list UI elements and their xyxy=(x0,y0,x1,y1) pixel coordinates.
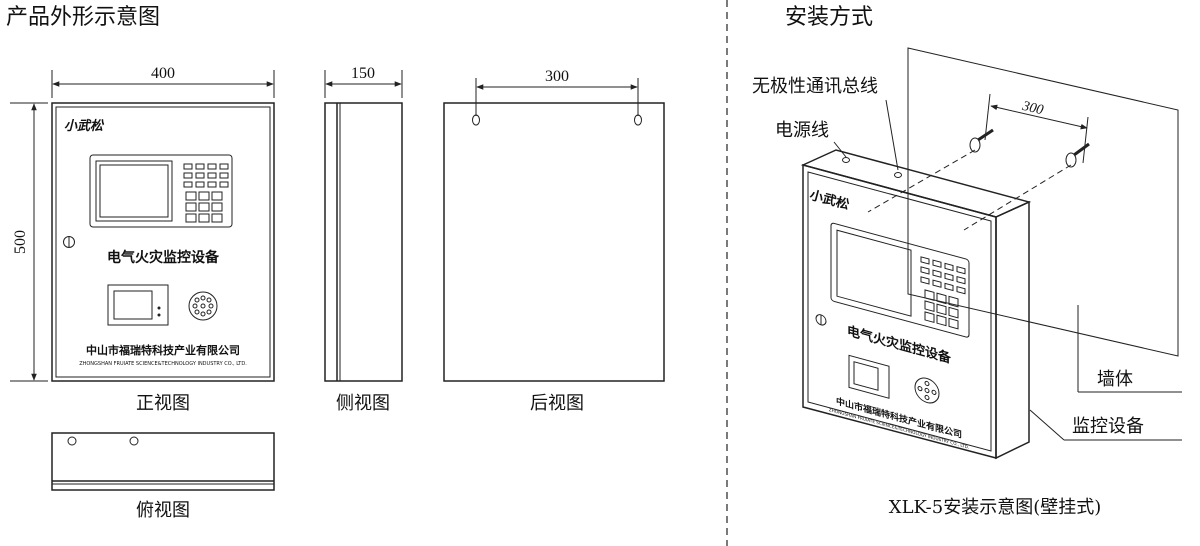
back-enclosure xyxy=(443,102,665,382)
label-back-view: 后视图 xyxy=(530,393,584,414)
device-side-face xyxy=(995,200,1030,460)
mounting-hole-icon xyxy=(472,114,480,126)
dim-front-height: 500 xyxy=(12,230,29,254)
callout-device-label: 监控设备 xyxy=(1072,416,1144,437)
section-title-product-outline: 产品外形示意图 xyxy=(6,5,160,30)
screw-icon xyxy=(1065,142,1090,168)
company-name-en: ZHONGSHAN FRUIATE SCIENCE&TECHNOLOGY IND… xyxy=(79,361,247,367)
lcd-screen-inner xyxy=(99,164,169,218)
door-lock-icon xyxy=(63,236,75,248)
front-door-inner xyxy=(55,106,271,378)
top-view xyxy=(51,432,275,491)
cable-entry-icon xyxy=(129,436,139,446)
top-enclosure xyxy=(51,432,275,491)
brand-logo: 小武松 xyxy=(64,118,105,134)
section-title-installation: 安装方式 xyxy=(785,5,873,30)
label-front-view: 正视图 xyxy=(136,393,190,414)
dim-front-width: 400 xyxy=(151,65,175,82)
brand-logo: 小武松 xyxy=(809,187,850,214)
indicator-leds xyxy=(920,256,966,295)
front-enclosure xyxy=(51,102,275,382)
display-bezel xyxy=(89,154,233,228)
dim-back-hole-spacing: 300 xyxy=(545,68,569,85)
lcd-screen xyxy=(95,160,173,222)
callout-bus: 无极性通讯总线 xyxy=(752,76,899,171)
cable-entry-icon xyxy=(67,436,77,446)
installed-device: 小武松 xyxy=(800,149,1032,460)
keypad-icon xyxy=(185,191,223,223)
device-front-face xyxy=(802,164,997,459)
sub-display-screen xyxy=(113,290,153,320)
device-title: 电气火灾监控设备 xyxy=(107,249,220,266)
label-side-view: 侧视图 xyxy=(336,393,390,414)
sub-display-screen xyxy=(853,361,879,391)
wall-plane xyxy=(907,47,1179,357)
back-view: 300 xyxy=(443,68,665,382)
label-top-view: 俯视图 xyxy=(136,500,190,521)
dim-install-hole-spacing: 300 xyxy=(1020,99,1045,119)
lcd-screen xyxy=(836,229,912,317)
callout-power-label: 电源线 xyxy=(775,120,829,141)
install-hole-dimension: 300 xyxy=(984,93,1089,164)
cable-entry-icon xyxy=(842,157,850,163)
speaker-grille-icon xyxy=(914,377,940,404)
callout-wall: 墙体 xyxy=(1077,305,1182,393)
side-enclosure xyxy=(324,102,403,382)
sub-display-bezel xyxy=(107,284,169,326)
callout-bus-label: 无极性通讯总线 xyxy=(752,76,878,97)
mounting-hole-icon xyxy=(634,114,642,126)
installation-caption: XLK-5安装示意图(壁挂式) xyxy=(889,497,1101,518)
indicator-leds xyxy=(183,163,229,188)
screw-icon xyxy=(969,128,994,153)
side-view: 150 xyxy=(324,65,403,382)
callout-power: 电源线 xyxy=(775,120,847,158)
company-name-cn: 中山市福瑞特科技产业有限公司 xyxy=(86,343,240,357)
callout-device: 监控设备 xyxy=(1029,409,1182,441)
speaker-grille-icon xyxy=(188,291,218,321)
callout-wall-label: 墙体 xyxy=(1097,369,1133,390)
display-bezel xyxy=(830,222,970,338)
sub-display-bezel xyxy=(848,354,890,399)
dim-side-depth: 150 xyxy=(351,65,375,82)
cable-entry-icon xyxy=(894,172,902,178)
front-view: 400 500 小武松 xyxy=(10,65,275,382)
keypad-icon xyxy=(924,289,959,330)
